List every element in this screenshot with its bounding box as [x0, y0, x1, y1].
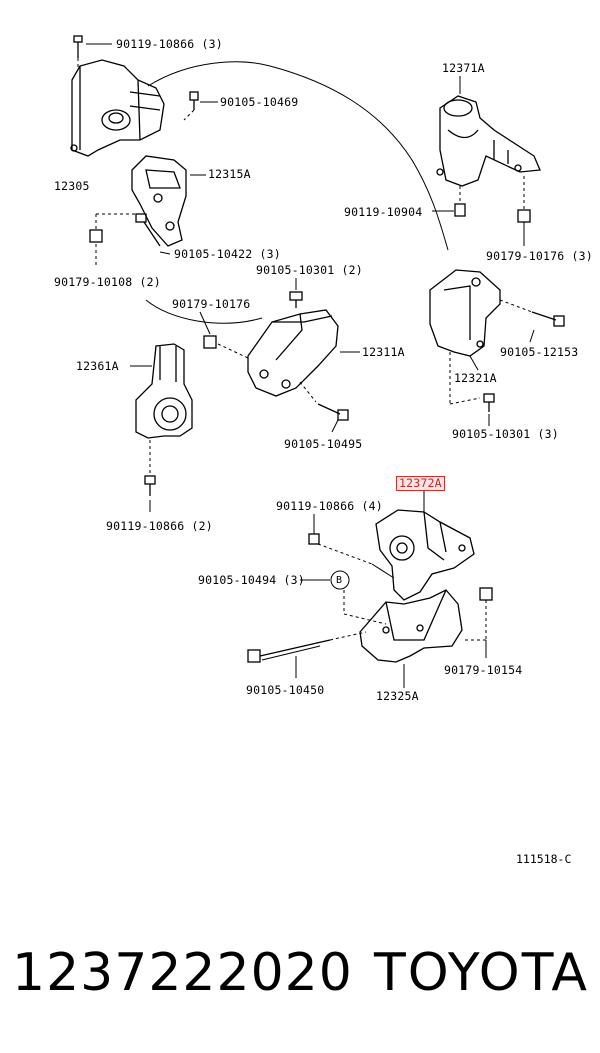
label-90105-10301-3: 90105-10301 (3)	[452, 427, 559, 441]
label-12361A: 12361A	[76, 359, 119, 373]
label-12325A: 12325A	[376, 689, 419, 703]
label-90179-10108: 90179-10108 (2)	[54, 275, 161, 289]
part-12371A	[436, 76, 541, 187]
label-90179-10176: 90179-10176	[172, 297, 251, 311]
nut-90179-10176	[199, 311, 249, 359]
label-90105-10450: 90105-10450	[246, 683, 325, 697]
label-12311A: 12311A	[362, 345, 405, 359]
bolt-90105-10450	[247, 631, 367, 678]
label-12371A: 12371A	[442, 61, 485, 75]
bolt-90105-10495	[317, 403, 349, 433]
nut-90179-10176-3	[517, 176, 531, 246]
diagram-code: 111518-C	[516, 852, 572, 866]
bolt-90105-10469	[183, 91, 218, 121]
bolt-90119-10904	[432, 186, 466, 217]
part-12321A	[429, 269, 501, 405]
part-12361A	[130, 343, 193, 439]
label-90105-12153: 90105-12153	[500, 345, 579, 359]
label-90105-10301-2: 90105-10301 (2)	[256, 263, 363, 277]
bolt-90119-10866-2	[144, 440, 156, 512]
part-number: 1237222020	[12, 943, 353, 1003]
part-12372A	[375, 490, 475, 601]
part-12305	[70, 59, 165, 157]
label-90119-10866-2: 90119-10866 (2)	[106, 519, 213, 533]
label-90105-10422: 90105-10422 (3)	[174, 247, 281, 261]
nut-90179-10154	[462, 587, 493, 658]
bolt-90105-10422	[135, 213, 171, 255]
brand-name: TOYOTA	[374, 943, 589, 1003]
bolt-90105-10301-3	[483, 393, 495, 426]
label-90119-10904: 90119-10904	[344, 205, 423, 219]
label-90119-10866-3: 90119-10866 (3)	[116, 37, 223, 51]
bolt-90119-10866-top	[73, 35, 112, 68]
label-12372A-highlighted: 12372A	[396, 476, 445, 491]
footer: 1237222020 TOYOTA	[12, 938, 592, 1008]
part-12311A	[247, 309, 360, 403]
label-12305: 12305	[54, 179, 90, 193]
nut-90179-10108	[89, 213, 140, 268]
marker-b-letter: B	[336, 575, 343, 586]
label-90179-10154: 90179-10154	[444, 663, 523, 677]
label-12315A: 12315A	[208, 167, 251, 181]
label-90179-10176-3: 90179-10176 (3)	[486, 249, 593, 263]
label-90105-10469: 90105-10469	[220, 95, 299, 109]
bolt-90105-10301-2	[289, 278, 303, 308]
label-90105-10494: 90105-10494 (3)	[198, 573, 305, 587]
marker-b	[300, 570, 387, 625]
part-12315A	[131, 155, 206, 247]
part-12325A	[359, 589, 463, 688]
bolt-90119-10866-4	[308, 514, 395, 579]
label-90119-10866-4: 90119-10866 (4)	[276, 499, 383, 513]
label-90105-10495: 90105-10495	[284, 437, 363, 451]
bolt-90105-12153	[499, 299, 565, 343]
label-12321A: 12321A	[454, 371, 497, 385]
